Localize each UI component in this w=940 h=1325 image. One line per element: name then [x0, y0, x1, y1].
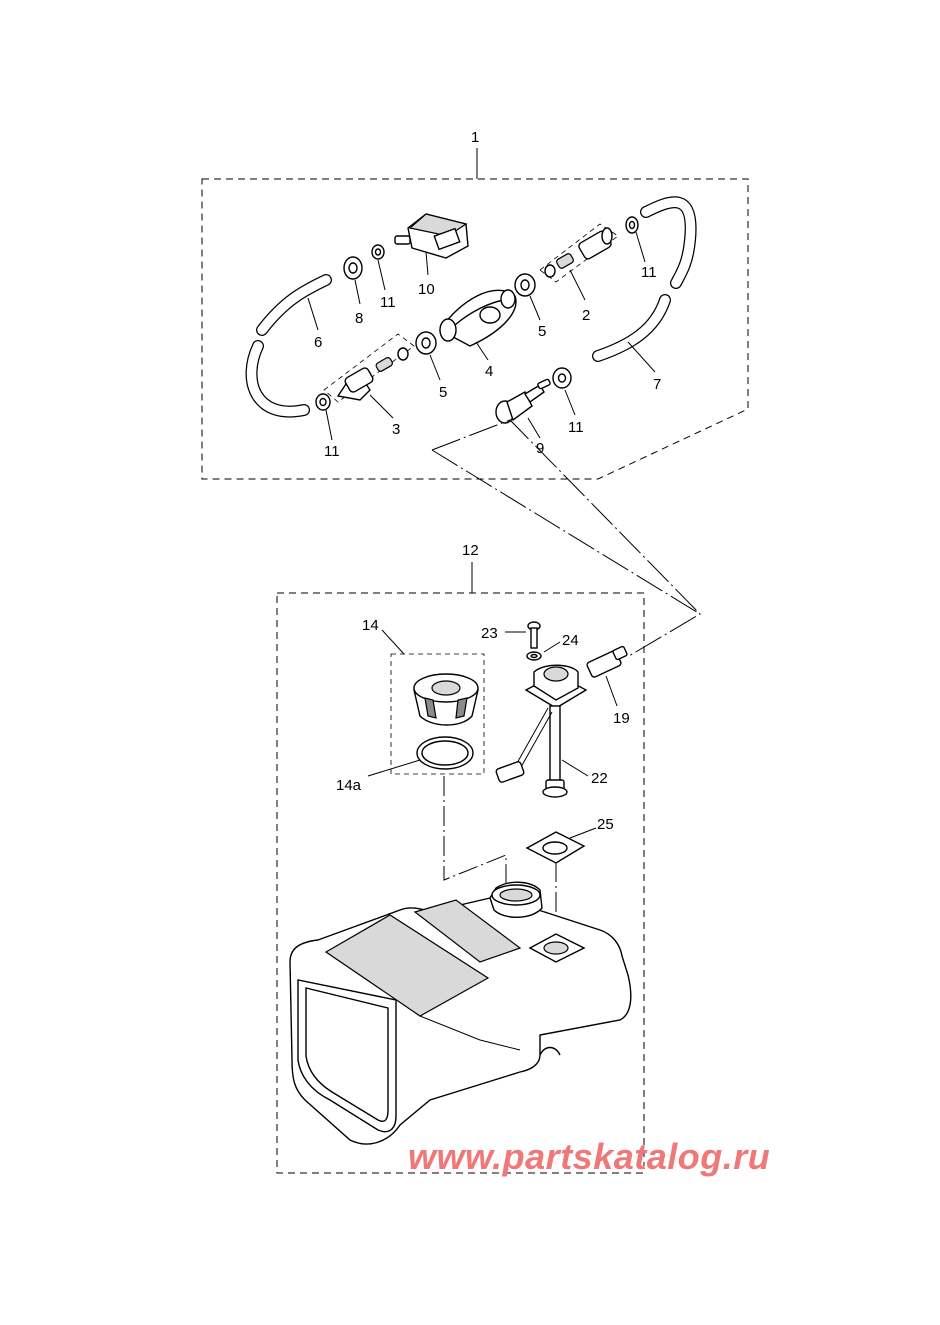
callout-19: 19: [613, 710, 630, 727]
callout-5-lower: 5: [439, 384, 447, 401]
callout-14a: 14a: [336, 777, 362, 794]
callout-4: 4: [485, 363, 493, 380]
callout-11-b: 11: [641, 264, 657, 281]
clamp-8: [343, 256, 363, 280]
group-12-fuel-tank: [276, 562, 645, 1174]
callout-12: 12: [462, 542, 479, 559]
callout-8: 8: [355, 310, 363, 327]
callout-10: 10: [418, 281, 435, 298]
clamp-5-upper: [514, 273, 536, 297]
group-14-frame: [390, 653, 485, 775]
clamp-5-lower: [415, 331, 437, 355]
callout-3: 3: [392, 421, 400, 438]
callout-24: 24: [562, 632, 579, 649]
callout-6: 6: [314, 334, 322, 351]
fuel-cap-14: [413, 673, 479, 726]
group-12-frame: [276, 592, 645, 1174]
o-ring-14a: [416, 736, 474, 770]
callout-11-c: 11: [324, 443, 340, 460]
check-valve-2: [539, 223, 619, 283]
clamp-11-top-right: [625, 216, 639, 234]
watermark-text: www.partskatalog.ru: [408, 1136, 771, 1177]
leaders-group-1: [307, 231, 656, 441]
connector-10: [394, 213, 469, 259]
clamp-11-top-left: [371, 244, 385, 260]
callout-9: 9: [536, 440, 544, 457]
hose-6: [245, 274, 332, 418]
primer-bulb-4: [438, 289, 517, 347]
group-1-fuel-hose-assembly: [201, 148, 749, 480]
callout-1: 1: [471, 129, 479, 146]
callout-22: 22: [591, 770, 608, 787]
fitting-19: [586, 645, 628, 678]
link-line: [431, 419, 701, 657]
group-1-frame: [201, 178, 749, 480]
clamp-11-bottom: [552, 367, 572, 389]
callout-7: 7: [653, 376, 661, 393]
screw-23: [527, 621, 541, 649]
callout-2: 2: [582, 307, 590, 324]
callout-11-a: 11: [380, 294, 396, 311]
callout-23: 23: [481, 625, 498, 642]
hose-upper-right: [640, 196, 697, 289]
callout-5-upper: 5: [538, 323, 546, 340]
connector-9: [495, 378, 551, 424]
callout-labels: 1 10 8 11 6 4 5 5 2 11 7 3 11 9 11 12 14…: [314, 129, 661, 833]
callout-25: 25: [597, 816, 614, 833]
callout-14: 14: [362, 617, 379, 634]
clamp-11-left: [315, 393, 331, 411]
fuel-tank-body: [289, 881, 632, 1145]
fuel-pickup-22: [495, 664, 588, 798]
callout-11-d: 11: [568, 419, 584, 436]
washer-24: [526, 651, 542, 661]
gasket-25: [525, 831, 586, 864]
hose-7: [592, 294, 671, 362]
check-valve-3: [323, 333, 415, 403]
